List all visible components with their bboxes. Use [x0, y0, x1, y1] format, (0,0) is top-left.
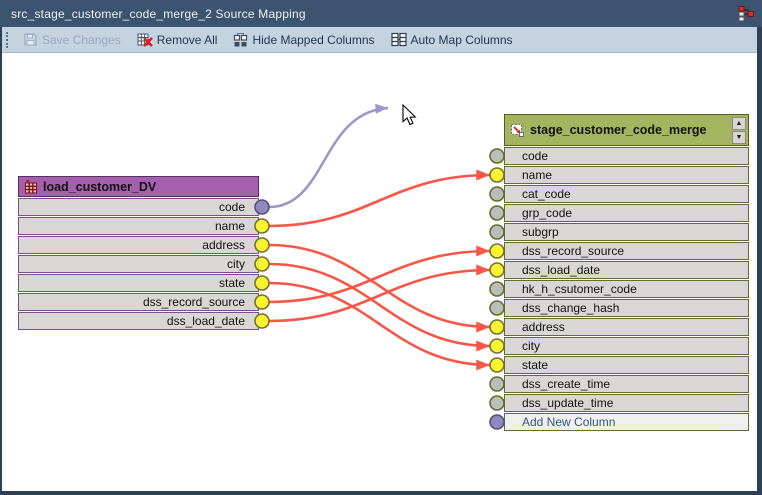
source-column-row-name[interactable]: name — [18, 217, 259, 235]
diagram-icon — [738, 5, 754, 21]
target-connector-dot-city[interactable] — [489, 338, 505, 354]
target-connector-dot-subgrp[interactable] — [489, 224, 505, 240]
target-column-row-dss-load-date[interactable]: dss_load_date — [504, 261, 749, 279]
source-table-title: load_customer_DV — [43, 179, 157, 194]
hide-mapped-columns-icon — [234, 33, 248, 47]
load-table-icon — [25, 179, 37, 193]
target-column-row-dss-update-time[interactable]: dss_update_time — [504, 394, 749, 412]
mapping-line-state[interactable] — [268, 281, 491, 371]
target-connector-dot-state[interactable] — [489, 357, 505, 373]
target-connector-dot-dss-create-time[interactable] — [489, 376, 505, 392]
target-connector-dot-cat-code[interactable] — [489, 186, 505, 202]
target-column-row-name[interactable]: name — [504, 166, 749, 184]
column-scroll-buttons: ▲ ▼ — [732, 117, 746, 144]
source-column-row-dss-load-date[interactable]: dss_load_date — [18, 312, 259, 330]
target-connector-dot-name[interactable] — [489, 167, 505, 183]
mapping-line-city[interactable] — [268, 262, 491, 352]
target-connector-dot-hk-h-csutomer-code[interactable] — [489, 281, 505, 297]
target-connector-dot-dss-load-date[interactable] — [489, 262, 505, 278]
target-connector-dot-grp-code[interactable] — [489, 205, 505, 221]
source-column-row-dss-record-source[interactable]: dss_record_source — [18, 293, 259, 311]
pending-mapping-line[interactable] — [268, 103, 389, 209]
mapping-line-name[interactable] — [268, 169, 491, 228]
mapping-line-dss_record_source[interactable] — [268, 245, 491, 304]
mapping-line-address[interactable] — [268, 243, 491, 333]
toolbar-grip-handle[interactable] — [6, 31, 10, 48]
source-column-row-city[interactable]: city — [18, 255, 259, 273]
target-column-row-cat-code[interactable]: cat_code — [504, 185, 749, 203]
target-connector-dot-add-new-column[interactable] — [489, 414, 505, 430]
target-connector-dot-dss-record-source[interactable] — [489, 243, 505, 259]
scroll-up-button[interactable]: ▲ — [732, 117, 746, 130]
scroll-down-button[interactable]: ▼ — [732, 131, 746, 144]
target-column-row-grp-code[interactable]: grp_code — [504, 204, 749, 222]
mouse-cursor-icon — [402, 103, 417, 126]
target-column-row-add-new-column[interactable]: Add New Column — [504, 413, 749, 431]
save-icon — [24, 33, 37, 46]
target-table-header[interactable]: stage_customer_code_merge ▲ ▼ — [504, 114, 749, 146]
toolbar: Save Changes Remove All Hide M — [2, 27, 757, 53]
remove-all-button[interactable]: Remove All — [132, 30, 223, 49]
auto-map-columns-button[interactable]: Auto Map Columns — [386, 30, 518, 49]
title-bar: src_stage_customer_code_merge_2 Source M… — [0, 0, 762, 27]
target-connector-dot-address[interactable] — [489, 319, 505, 335]
window-title: src_stage_customer_code_merge_2 Source M… — [11, 6, 306, 21]
source-column-row-address[interactable]: address — [18, 236, 259, 254]
source-column-row-code[interactable]: code — [18, 198, 259, 216]
target-column-row-address[interactable]: address — [504, 318, 749, 336]
stage-table-icon — [511, 123, 524, 137]
auto-map-columns-icon — [390, 32, 407, 47]
target-connector-dot-code[interactable] — [489, 148, 505, 164]
hide-mapped-columns-button[interactable]: Hide Mapped Columns — [228, 30, 379, 49]
target-column-row-dss-change-hash[interactable]: dss_change_hash — [504, 299, 749, 317]
target-column-row-city[interactable]: city — [504, 337, 749, 355]
window-frame: Save Changes Remove All Hide M — [2, 27, 757, 491]
source-column-row-state[interactable]: state — [18, 274, 259, 292]
save-changes-button[interactable]: Save Changes — [18, 30, 126, 49]
target-connector-dot-dss-change-hash[interactable] — [489, 300, 505, 316]
target-column-row-hk-h-csutomer-code[interactable]: hk_h_csutomer_code — [504, 280, 749, 298]
target-column-row-state[interactable]: state — [504, 356, 749, 374]
source-table-header[interactable]: load_customer_DV — [18, 176, 259, 197]
remove-all-icon — [137, 33, 153, 47]
target-column-row-code[interactable]: code — [504, 147, 749, 165]
target-connector-dot-dss-update-time[interactable] — [489, 395, 505, 411]
mapping-line-dss_load_date[interactable] — [268, 264, 491, 323]
target-column-row-subgrp[interactable]: subgrp — [504, 223, 749, 241]
target-table-title: stage_customer_code_merge — [530, 123, 707, 137]
target-column-row-dss-create-time[interactable]: dss_create_time — [504, 375, 749, 393]
target-column-row-dss-record-source[interactable]: dss_record_source — [504, 242, 749, 260]
